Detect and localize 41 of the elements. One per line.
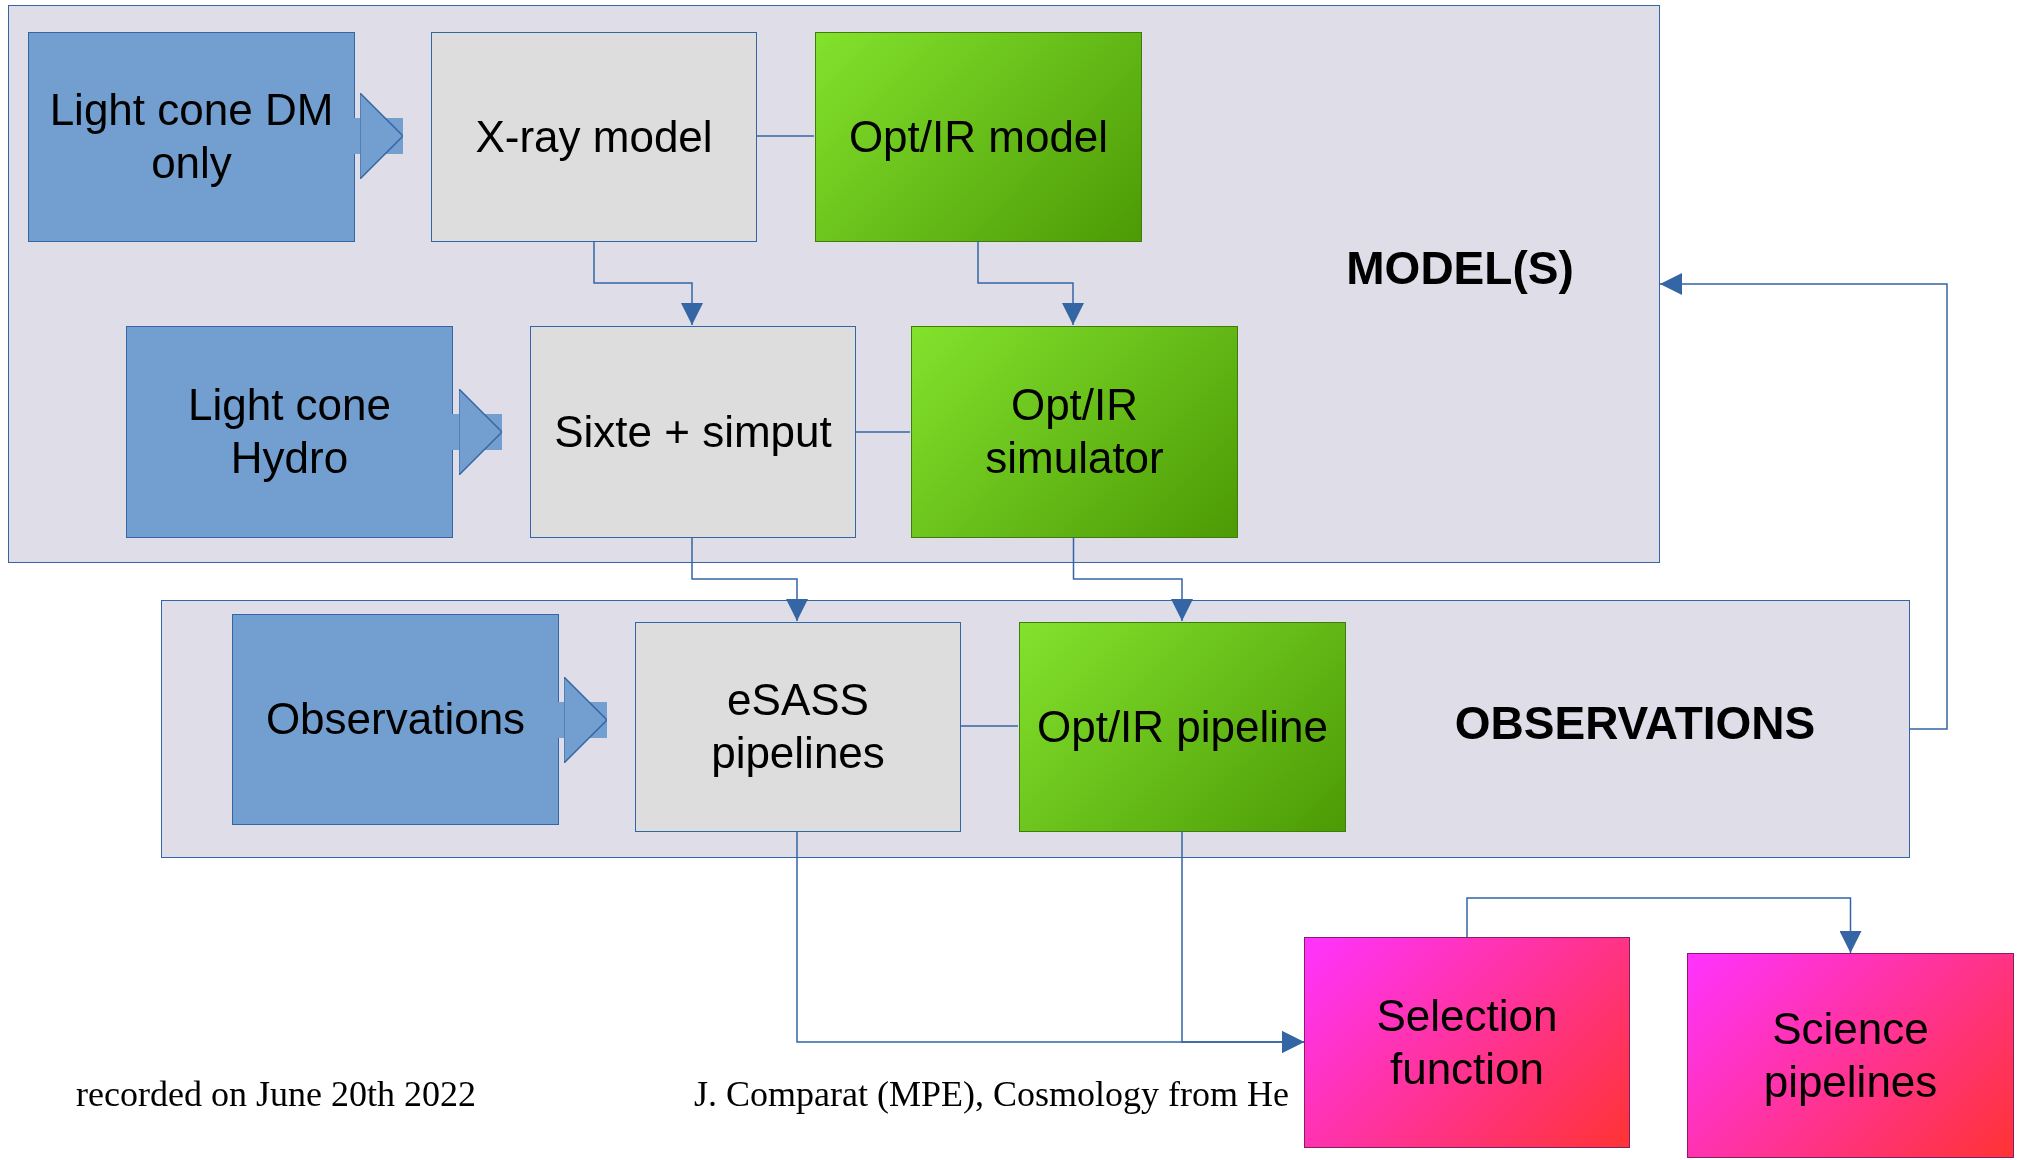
box-label: eSASS pipelines bbox=[710, 674, 886, 779]
arrow bbox=[691, 536, 808, 622]
footer-note: recorded on June 20th 2022 bbox=[76, 1073, 476, 1115]
process-box bbox=[635, 622, 961, 832]
input-box bbox=[28, 32, 355, 242]
block-arrow bbox=[354, 92, 404, 180]
arrow bbox=[977, 240, 1084, 326]
block-arrow bbox=[558, 676, 608, 764]
input-box bbox=[232, 614, 559, 825]
connector-line bbox=[854, 431, 911, 433]
process-box bbox=[815, 32, 1142, 242]
process-box bbox=[911, 326, 1238, 538]
box-label: Science pipelines bbox=[1762, 1002, 1939, 1108]
process-box bbox=[1019, 622, 1346, 832]
arrow bbox=[1181, 830, 1305, 1053]
output-box bbox=[1687, 953, 2014, 1158]
box-label: X-ray model bbox=[474, 110, 714, 163]
model-group-panel bbox=[8, 5, 1660, 563]
box-label: Observations bbox=[264, 693, 527, 746]
arrow bbox=[1466, 897, 1862, 954]
box-label: Selection function bbox=[1375, 989, 1559, 1095]
observations-group-panel bbox=[161, 600, 1910, 858]
arrow bbox=[1659, 273, 1948, 730]
input-box bbox=[126, 326, 453, 538]
box-label: Opt/IR pipeline bbox=[1035, 700, 1330, 753]
connector-line bbox=[755, 135, 815, 137]
box-label: Light cone Hydro bbox=[186, 379, 393, 484]
group-heading: OBSERVATIONS bbox=[1454, 696, 1816, 752]
process-box bbox=[530, 326, 856, 538]
connector-line bbox=[959, 725, 1019, 727]
process-box bbox=[431, 32, 757, 242]
box-label: Opt/IR simulator bbox=[984, 379, 1165, 484]
box-label: Sixte + simput bbox=[553, 405, 833, 458]
group-heading: MODEL(S) bbox=[1346, 241, 1574, 297]
footer-note: J. Comparat (MPE), Cosmology from He bbox=[694, 1073, 1289, 1115]
box-label: Opt/IR model bbox=[847, 110, 1110, 163]
arrow bbox=[593, 240, 703, 326]
box-label: Light cone DM only bbox=[48, 84, 335, 189]
block-arrow bbox=[452, 388, 503, 476]
output-box bbox=[1304, 937, 1630, 1148]
arrow bbox=[1072, 536, 1193, 622]
